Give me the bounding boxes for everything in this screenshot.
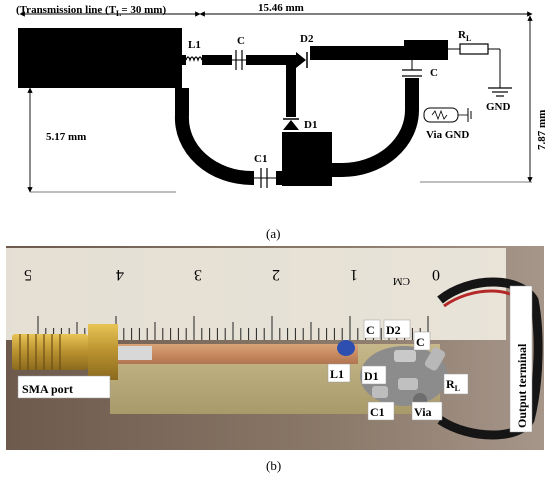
photo-labels: SMA port C D2 C L1 D1 RL C1 Via Output t…: [17, 285, 533, 433]
dim-label-width-total: 15.46 mm: [258, 2, 304, 14]
label-d2-photo: D2: [386, 323, 401, 337]
dim-label-transmission-line: (Transmission line (TL= 30 mm): [16, 4, 166, 18]
output-cable: [437, 277, 543, 440]
trace-left-curve: [174, 88, 282, 186]
label-c-right: C: [430, 67, 438, 79]
sma-thread: [12, 334, 88, 370]
ruler-number-2: 2: [272, 266, 280, 283]
transmission-line-block: [18, 28, 182, 88]
sma-pin: [118, 346, 152, 360]
ruler-number-1: 1: [350, 266, 358, 283]
ruler-unit: CM: [393, 275, 410, 287]
trace-c-to-junction: [246, 55, 294, 65]
label-l1: L1: [188, 39, 201, 51]
component-c1: [372, 386, 388, 398]
label-via-photo: Via: [414, 405, 432, 419]
via-gnd-coil: [431, 109, 448, 121]
trace-right-curve: [330, 78, 419, 177]
ruler: [6, 248, 506, 340]
label-c1: C1: [254, 153, 267, 165]
label-sma-port: SMA port: [22, 382, 73, 396]
label-gnd: GND: [486, 101, 511, 113]
diode-d1: [283, 120, 299, 130]
label-d1-photo: D1: [364, 369, 379, 383]
capacitor-c-blue: [337, 340, 355, 356]
label-c-left-photo: C: [366, 323, 375, 337]
component-d1: [398, 378, 418, 390]
pcb-copper-strip: [110, 344, 358, 364]
diode-d2: [296, 52, 306, 68]
label-c-right-photo: C: [416, 335, 425, 349]
label-l1-photo: L1: [330, 367, 344, 381]
ruler-number-5: 5: [24, 266, 32, 283]
component-d2: [394, 350, 416, 362]
component-c-right: [424, 347, 446, 371]
trace-d2-to-rl: [310, 46, 406, 60]
label-d1: D1: [304, 119, 317, 131]
sma-thread-lines: [19, 334, 61, 370]
sma-flange: [88, 324, 118, 380]
trace-wide-section: [404, 40, 448, 60]
resistor-rl: [459, 43, 489, 55]
caption-a: (a): [266, 226, 280, 241]
trace-vertical-to-d1: [286, 55, 296, 117]
label-c1-photo: C1: [370, 405, 385, 419]
label-output-terminal: Output terminal: [515, 343, 529, 428]
ruler-number-3: 3: [194, 266, 202, 283]
schematic-panel: (Transmission line (TL= 30 mm) 15.46 mm …: [16, 2, 548, 241]
photo-panel: 5 4 3 2 1 0 CM SMA port: [6, 246, 544, 473]
ruler-number-4: 4: [116, 266, 124, 283]
ruler-numbers: 5 4 3 2 1 0 CM: [24, 266, 440, 287]
dim-label-height-right: 7.87 mm: [536, 110, 548, 150]
trace-l1-to-c: [202, 55, 232, 65]
inductor-l1: [185, 56, 203, 62]
caption-b: (b): [266, 458, 281, 473]
trace-block-to-l1: [180, 55, 186, 65]
label-via-gnd: Via GND: [426, 129, 469, 141]
label-rl: RL: [458, 29, 471, 43]
ruler-number-0: 0: [432, 266, 440, 283]
dim-label-height-left: 5.17 mm: [46, 131, 86, 143]
label-rl-photo: RL: [446, 377, 460, 393]
pad-d1: [282, 132, 332, 186]
label-c-top: C: [237, 35, 245, 47]
label-d2: D2: [300, 33, 314, 45]
